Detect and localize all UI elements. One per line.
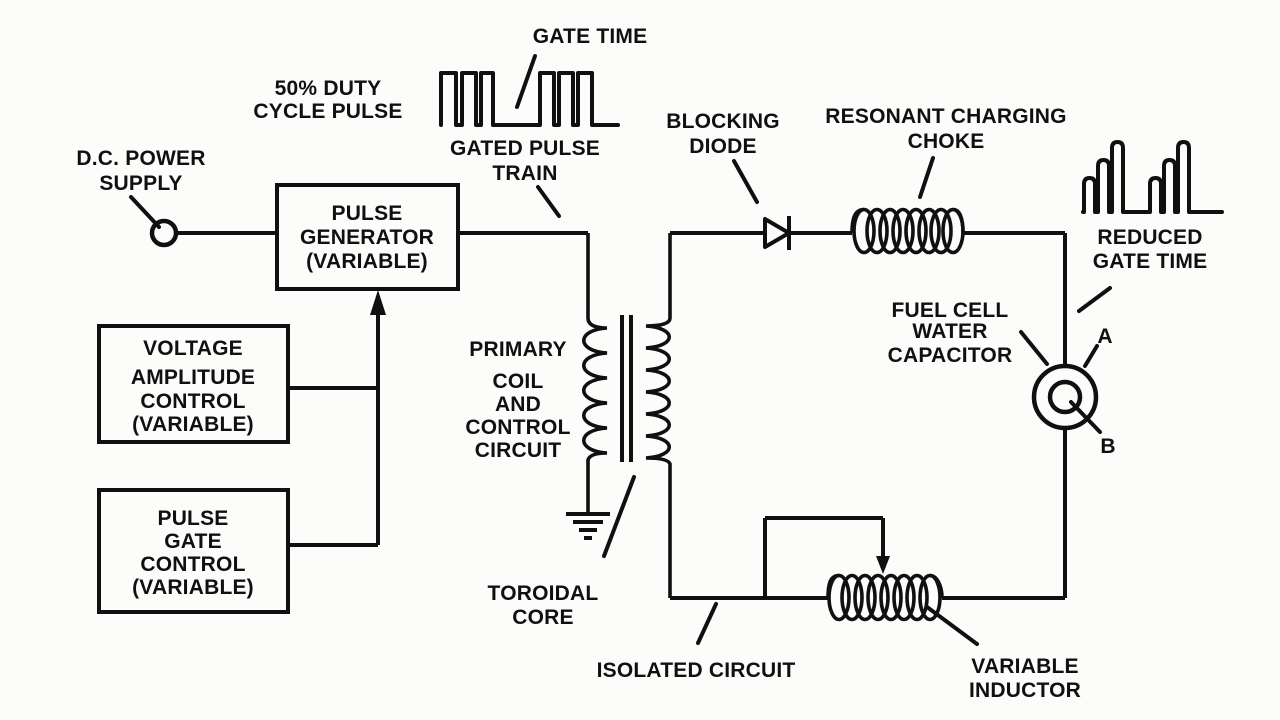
choke-loop	[929, 207, 953, 255]
reduced-gate-time-figure: REDUCED GATE TIME	[1077, 140, 1224, 313]
gated-pulse-train-label: GATED PULSE	[450, 137, 600, 160]
isolated-circuit-bottom: ISOLATED CIRCUIT	[597, 596, 1065, 682]
dc-power-supply-label: SUPPLY	[99, 172, 182, 195]
pulse-generator-box	[275, 183, 460, 291]
terminal-a-label: A	[1097, 325, 1112, 348]
pulse-gate-control-label: PULSE	[157, 507, 228, 530]
reduced-gate-time-leader-line	[1077, 286, 1112, 313]
pulse-gate-control-box	[97, 488, 290, 614]
choke-loop	[878, 207, 902, 255]
pulse-gate-control-block: PULSE GATE CONTROL (VARIABLE)	[97, 488, 290, 614]
choke-loop	[865, 207, 889, 255]
fuel-cell-label: WATER	[912, 320, 987, 343]
inductor-coil-icon	[826, 573, 944, 622]
terminal-a-leader-line	[1083, 344, 1099, 368]
inductor-tap	[763, 516, 890, 598]
isolated-circuit-label: ISOLATED CIRCUIT	[597, 659, 796, 682]
primary-coil-label: PRIMARY	[469, 338, 566, 361]
diode-triangle-icon	[763, 217, 791, 249]
inductor-loop	[879, 573, 903, 622]
choke-loop	[891, 207, 915, 255]
gated-pulse-train-leader-line	[536, 185, 561, 218]
pulse-gate-control-label: CONTROL	[140, 553, 245, 576]
terminal-b-label: B	[1100, 435, 1115, 458]
choke-end-arc	[952, 207, 965, 234]
duty-cycle-label: 50% DUTY	[275, 77, 382, 100]
up-arrowhead-icon	[370, 290, 386, 315]
pulse-generator-label: GENERATOR	[300, 226, 434, 249]
voltage-amplitude-control-box	[97, 324, 290, 444]
duty-cycle-label: CYCLE PULSE	[253, 100, 402, 123]
resonant-charging-choke: RESONANT CHARGING CHOKE	[825, 105, 1067, 255]
dc-power-supply-leader-line	[129, 195, 161, 229]
primary-coil-label: AND	[495, 393, 541, 416]
choke-loop	[904, 207, 928, 255]
inductor-end-arc	[929, 573, 944, 599]
primary-coil-label: CONTROL	[465, 416, 570, 439]
transformer: PRIMARY COIL AND CONTROL CIRCUIT TOROIDA…	[458, 231, 672, 629]
toroidal-core-label: TOROIDAL	[488, 582, 599, 605]
primary-coil-label: COIL	[493, 370, 544, 393]
square-pulse-waveform-icon	[439, 71, 620, 127]
resonant-choke-label: RESONANT CHARGING	[825, 105, 1066, 128]
control-wiring	[288, 290, 386, 547]
secondary-coil-winding-icon	[645, 233, 672, 598]
inductor-loop	[853, 573, 877, 622]
gated-pulse-train-label: TRAIN	[492, 162, 557, 185]
dc-power-supply-label: D.C. POWER	[76, 147, 205, 170]
inductor-loop	[905, 573, 929, 622]
fuel-cell-water-capacitor: FUEL CELL WATER CAPACITOR A B	[888, 233, 1115, 598]
choke-loop	[852, 207, 876, 255]
toroidal-core-label: CORE	[512, 606, 573, 629]
blocking-diode-label: DIODE	[689, 135, 757, 158]
pulse-generator-label: PULSE	[331, 202, 402, 225]
inductor-loop	[827, 573, 851, 622]
down-arrowhead-icon	[876, 556, 890, 574]
capacitor-inner-circle-icon	[1047, 379, 1083, 415]
pulse-generator-block: PULSE GENERATOR (VARIABLE)	[275, 183, 460, 291]
variable-inductor-leader-line	[925, 605, 979, 646]
reduced-pulse-waveform-icon	[1081, 140, 1224, 214]
primary-coil-label: CIRCUIT	[475, 439, 562, 462]
resonant-choke-leader-line	[918, 156, 935, 199]
blocking-diode-leader-line	[732, 159, 759, 204]
reduced-gate-time-label: REDUCED	[1097, 226, 1202, 249]
pulse-generator-label: (VARIABLE)	[306, 250, 428, 273]
toroidal-core-leader-line	[602, 475, 636, 558]
fuel-cell-leader-line	[1019, 330, 1049, 366]
dc-terminal-icon	[149, 218, 179, 248]
fuel-cell-label: FUEL CELL	[892, 299, 1009, 322]
gate-time-label: GATE TIME	[533, 25, 648, 48]
isolated-circuit-leader-line	[696, 602, 718, 645]
voltage-amplitude-control-label: CONTROL	[140, 390, 245, 413]
choke-loop	[917, 207, 941, 255]
blocking-diode-label: BLOCKING	[666, 110, 780, 133]
pulse-gate-control-label: GATE	[164, 530, 222, 553]
pulse-gate-control-label: (VARIABLE)	[132, 576, 254, 599]
voltage-amplitude-control-label: AMPLITUDE	[131, 366, 255, 389]
voltage-amplitude-control-label: VOLTAGE	[143, 337, 243, 360]
choke-coil-icon	[850, 207, 965, 255]
variable-inductor-label: INDUCTOR	[969, 679, 1081, 702]
reduced-gate-time-label: GATE TIME	[1093, 250, 1208, 273]
gated-pulse-train-figure: 50% DUTY CYCLE PULSE GATE TIME GATED PUL…	[253, 25, 648, 218]
ground-symbol-icon	[566, 512, 610, 540]
inductor-loop	[840, 573, 864, 622]
primary-coil-winding-icon	[582, 233, 608, 512]
inductor-loop	[866, 573, 890, 622]
variable-inductor: VARIABLE INDUCTOR	[763, 516, 1081, 702]
inductor-loop	[892, 573, 916, 622]
fuel-cell-label: CAPACITOR	[888, 344, 1013, 367]
resonant-choke-label: CHOKE	[908, 130, 985, 153]
blocking-diode: BLOCKING DIODE	[666, 110, 852, 250]
dc-power-supply: D.C. POWER SUPPLY	[76, 147, 277, 248]
voltage-amplitude-control-label: (VARIABLE)	[132, 413, 254, 436]
gate-time-leader-line	[515, 54, 537, 109]
terminal-b-leader-line	[1069, 400, 1102, 434]
voltage-amplitude-control-block: VOLTAGE AMPLITUDE CONTROL (VARIABLE)	[97, 324, 290, 444]
variable-inductor-label: VARIABLE	[971, 655, 1078, 678]
